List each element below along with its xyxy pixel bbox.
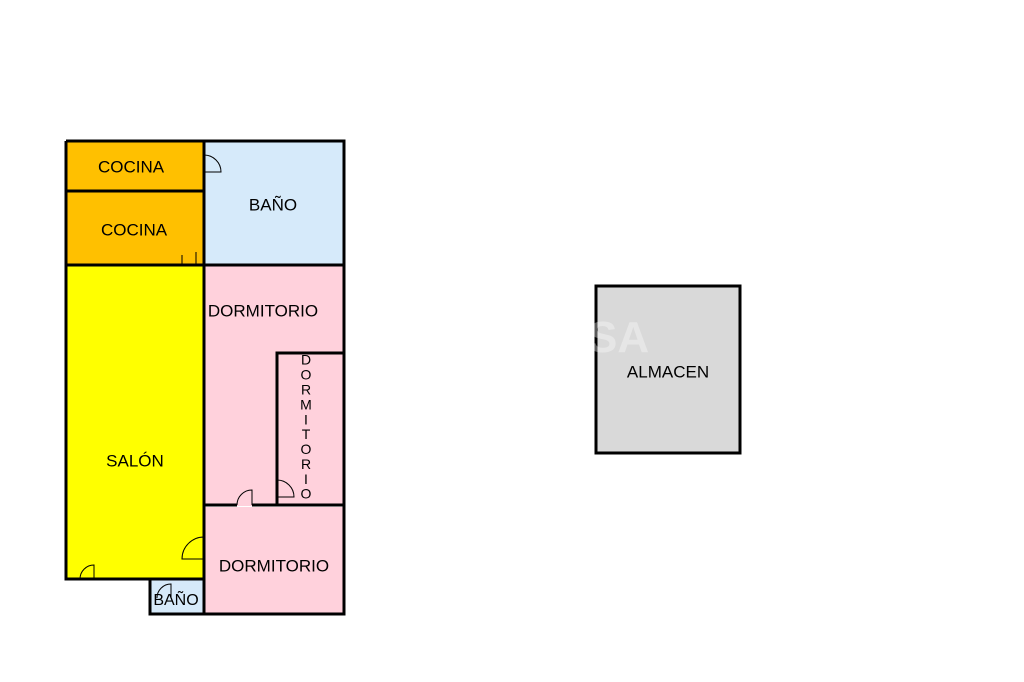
bedroom-narrow-letter: O — [301, 441, 312, 457]
bedroom-narrow-letter: D — [301, 352, 311, 368]
bedroom-narrow-letter: M — [300, 396, 312, 412]
bathroom-small-room — [150, 579, 204, 614]
bedroom-lower-room — [204, 507, 344, 614]
living-room — [66, 265, 204, 579]
bedroom-narrow-letter: R — [301, 456, 311, 472]
bathroom-small-label: BAÑO — [153, 589, 198, 609]
bedroom-narrow-letter: I — [304, 471, 308, 487]
kitchen-top-room — [66, 141, 204, 190]
kitchen-bottom-room — [66, 192, 204, 265]
bedroom-narrow-letter: I — [304, 411, 308, 427]
bedroom-narrow-letter: T — [302, 426, 311, 442]
bathroom-main-label: BAÑO — [249, 195, 297, 214]
bedroom-narrow-letter: R — [301, 382, 311, 398]
kitchen-bottom-label: COCINA — [101, 220, 168, 239]
storage-room — [596, 286, 740, 453]
watermark-logo: SA — [588, 313, 649, 362]
bedroom-narrow-room — [277, 353, 344, 504]
bedroom-narrow-label: DORMITORIO — [300, 352, 312, 502]
bathroom-main-room — [204, 141, 344, 265]
bedroom-lower-label: DORMITORIO — [219, 556, 329, 575]
kitchen-top-label: COCINA — [98, 157, 165, 176]
bedroom-narrow-letter: O — [301, 367, 312, 383]
living-room-label: SALÓN — [106, 451, 164, 470]
walls — [64, 139, 742, 616]
bedroom-upper-label: DORMITORIO — [208, 301, 318, 320]
storage-label: ALMACEN — [627, 362, 709, 381]
door-swings — [79, 154, 295, 599]
bedroom-narrow-letter: O — [301, 486, 312, 502]
